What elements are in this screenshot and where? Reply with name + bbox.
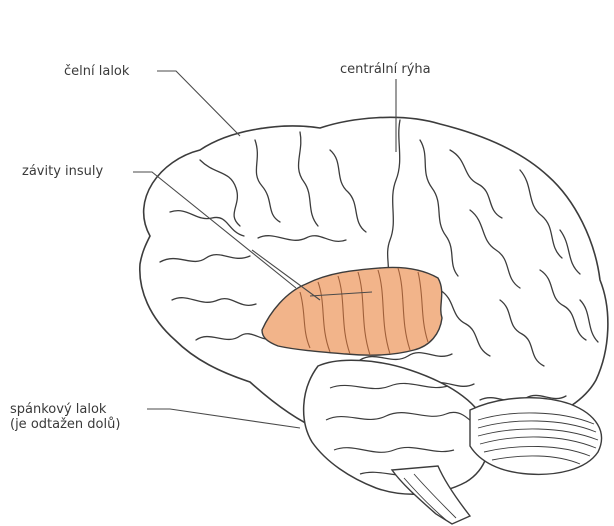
label-insula-gyri: závity insuly	[22, 164, 103, 179]
label-temporal-lobe: spánkový lalok (je odtažen dolů)	[10, 402, 120, 432]
leader-temporal	[147, 409, 300, 428]
leader-frontal	[157, 71, 240, 136]
label-temporal-line2: (je odtažen dolů)	[10, 417, 120, 432]
label-temporal-line1: spánkový lalok	[10, 402, 120, 417]
cerebellum	[470, 398, 602, 475]
label-frontal-lobe: čelní lalok	[64, 64, 129, 79]
label-central-sulcus: centrální rýha	[340, 62, 431, 77]
